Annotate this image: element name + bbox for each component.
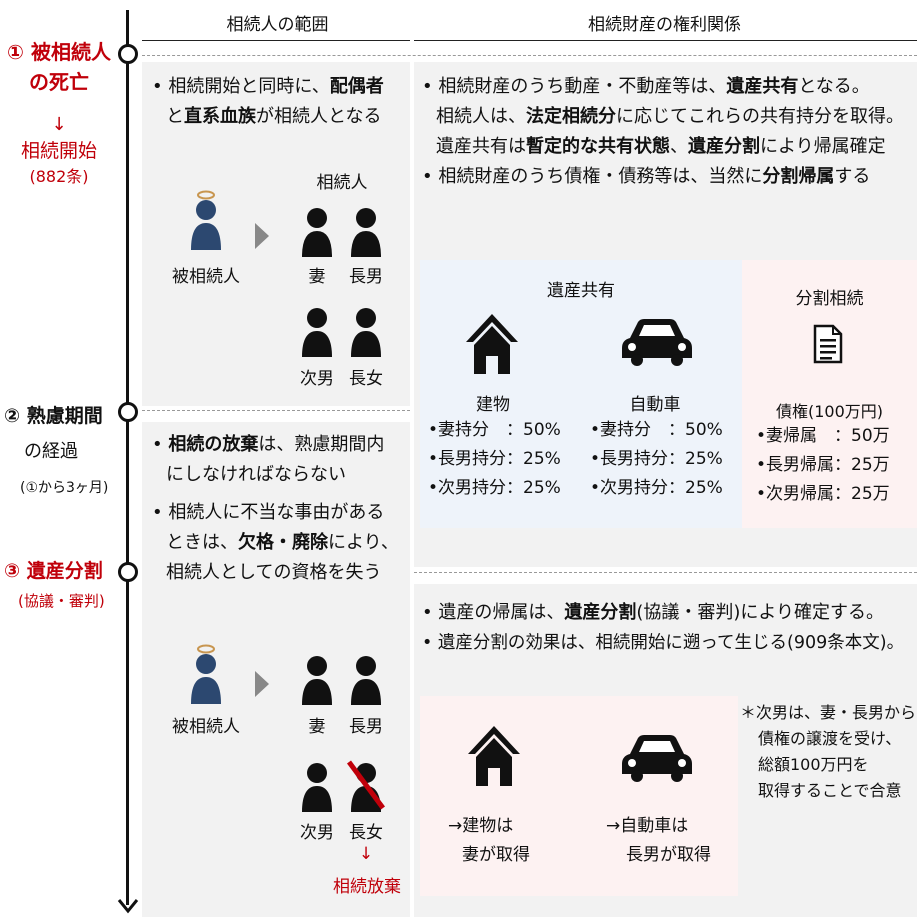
son-person-icon-2 — [349, 655, 383, 705]
timeline-arrowhead — [117, 899, 139, 914]
second-son-label-2: 次男 — [300, 823, 334, 843]
step2-heading: ② 熟慮期間 の経過 (①から3ヶ月) — [4, 398, 120, 506]
step1-heading: ① 被相続人 の死亡 — [4, 37, 114, 97]
second-son-person-icon-2 — [300, 762, 334, 812]
scope-top-panel: • 相続開始と同時に、配偶者 と直系血族が相続人となる 相続人 被相続人 妻 長… — [142, 62, 410, 406]
eldest-daughter-label: 長女 — [349, 369, 383, 389]
step2-line3: (①から3ヶ月) — [20, 480, 109, 496]
deceased-label: 被相続人 — [172, 267, 240, 287]
daughter-person-icon — [349, 307, 383, 357]
timeline-node-3 — [118, 562, 138, 582]
step1-line4: (882条) — [29, 167, 89, 186]
separator-2-left — [142, 410, 410, 411]
divided-panel: 分割相続 債権(100万円) •妻帰属 ：50万 •長男帰属：25万 •次男帰属… — [742, 260, 917, 528]
step3-heading: ③ 遺産分割 (協議・審判) — [4, 556, 120, 616]
wife-person-icon — [300, 207, 334, 257]
scope-bottom-panel: • 相続の放棄は、熟慮期間内 にしなければならない • 相続人に不当な事由がある… — [142, 422, 410, 917]
header-scope: 相続人の範囲 — [226, 15, 329, 35]
step1-line3: 相続開始 — [20, 140, 97, 162]
document-icon — [813, 324, 843, 364]
renounce-label: 相続放棄 — [333, 877, 401, 897]
second-son-person-icon — [300, 307, 334, 357]
rights-bottom-text: • 遺産の帰属は、遺産分割(協議・審判)により確定する。 • 遺産分割の効果は、… — [422, 602, 905, 653]
separator-1 — [142, 55, 917, 56]
separator-3-right — [414, 572, 917, 573]
car-name: 自動車 — [629, 395, 681, 415]
shared-title: 遺産共有 — [547, 281, 615, 301]
rights-top-panel: • 相続財産のうち動産・不動産等は、遺産共有となる。 相続人は、法定相続分に応じ… — [414, 62, 917, 567]
timeline-axis — [126, 10, 129, 905]
step2-num: ② — [4, 405, 21, 427]
step3-line2: (協議・審判) — [18, 592, 105, 610]
scope-bottom-bullets: • 相続の放棄は、熟慮期間内 にしなければならない • 相続人に不当な事由がある… — [152, 434, 399, 583]
building-name: 建物 — [476, 395, 510, 415]
header-underline-scope — [142, 40, 410, 41]
step2-line2: の経過 — [24, 441, 78, 462]
timeline-node-2 — [118, 402, 138, 422]
divided-list: •妻帰属 ：50万 •長男帰属：25万 •次男帰属：25万 — [756, 426, 890, 504]
right-triangle-icon-2 — [255, 671, 269, 697]
deceased-label-2: 被相続人 — [172, 717, 240, 737]
scope-top-bullet: • 相続開始と同時に、配偶者 と直系血族が相続人となる — [152, 76, 384, 127]
rights-top-text: • 相続財産のうち動産・不動産等は、遺産共有となる。 相続人は、法定相続分に応じ… — [422, 76, 904, 187]
house-icon-2 — [466, 724, 522, 786]
step1-arrow: ↓ — [51, 114, 67, 135]
divided-title: 分割相続 — [795, 289, 864, 309]
son-person-icon — [349, 207, 383, 257]
timeline-node-1 — [118, 44, 138, 64]
claim-label: 債権(100万円) — [775, 402, 884, 421]
deceased-person-icon-2 — [189, 644, 223, 704]
step3-num: ③ — [4, 560, 21, 582]
header-underline-rights — [414, 40, 917, 41]
heirs-label: 相続人 — [316, 173, 368, 193]
car-icon — [620, 318, 694, 366]
shared-ownership-panel: 遺産共有 建物 自動車 •妻持分 ：50% •長男持分：25% •次男持分：25… — [420, 260, 742, 528]
step2-line1: 熟慮期間 — [26, 405, 103, 427]
eldest-son-label-2: 長男 — [349, 717, 383, 737]
eldest-son-label: 長男 — [349, 267, 383, 287]
rights-bottom-panel: • 遺産の帰属は、遺産分割(協議・審判)により確定する。 • 遺産分割の効果は、… — [414, 584, 917, 917]
building-share-list: •妻持分 ：50% •長男持分：25% •次男持分：25% — [428, 420, 561, 498]
step3-line1: 遺産分割 — [26, 560, 103, 582]
strike-mark-icon — [346, 760, 386, 810]
second-son-label: 次男 — [300, 369, 334, 389]
eldest-daughter-label-2: 長女 — [349, 823, 383, 843]
wife-label: 妻 — [308, 267, 326, 287]
header-rights: 相続財産の権利関係 — [588, 15, 741, 35]
right-triangle-icon — [255, 223, 269, 249]
agreement-note: ＊次男は、妻・長男から 債権の譲渡を受け、 総額100万円を 取得することで合意 — [740, 703, 917, 800]
step1-line1: 被相続人 — [30, 40, 111, 64]
house-icon — [464, 312, 520, 374]
step1-line2: の死亡 — [29, 70, 89, 94]
car-result: →自動車は 長男が取得 — [606, 816, 711, 865]
car-share-list: •妻持分 ：50% •長男持分：25% •次男持分：25% — [590, 420, 723, 498]
wife-person-icon-2 — [300, 655, 334, 705]
step1-num: ① — [7, 40, 24, 64]
car-icon-2 — [620, 734, 694, 782]
renounce-arrow: ↓ — [358, 844, 374, 864]
division-result-panel: →建物は 妻が取得 →自動車は 長男が取得 — [420, 696, 738, 896]
deceased-person-icon — [189, 190, 223, 250]
building-result: →建物は 妻が取得 — [448, 816, 530, 865]
wife-label-2: 妻 — [308, 717, 326, 737]
step1-sub: ↓ 相続開始 (882条) — [4, 112, 114, 190]
